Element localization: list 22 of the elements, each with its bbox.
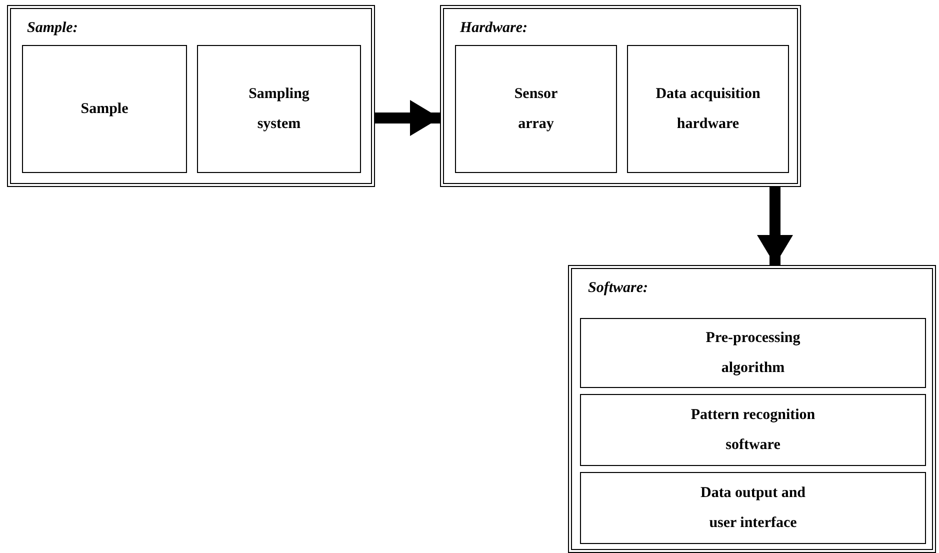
group-box [7,5,375,187]
box-label: Pattern recognition software [690,406,816,455]
group-heading: Hardware: [460,19,528,38]
process-box [455,45,617,173]
group-heading: Software: [588,279,648,298]
process-box [197,45,361,173]
arrow [375,100,440,136]
process-box [627,45,789,173]
box-label: Data output and user interface [699,484,807,533]
group-heading: Sample: [27,19,78,38]
box-label: Data acquisition hardware [654,85,762,134]
process-box [580,394,926,466]
arrow [757,187,793,265]
box-label: Sample [80,100,128,119]
box-label: Pre-processing algorithm [704,329,802,378]
group-box [568,265,936,553]
process-box [22,45,187,173]
process-box [580,472,926,544]
box-label: Sensor array [513,85,559,134]
box-label: Sampling system [248,85,310,134]
process-box [580,318,926,388]
group-box [440,5,801,187]
